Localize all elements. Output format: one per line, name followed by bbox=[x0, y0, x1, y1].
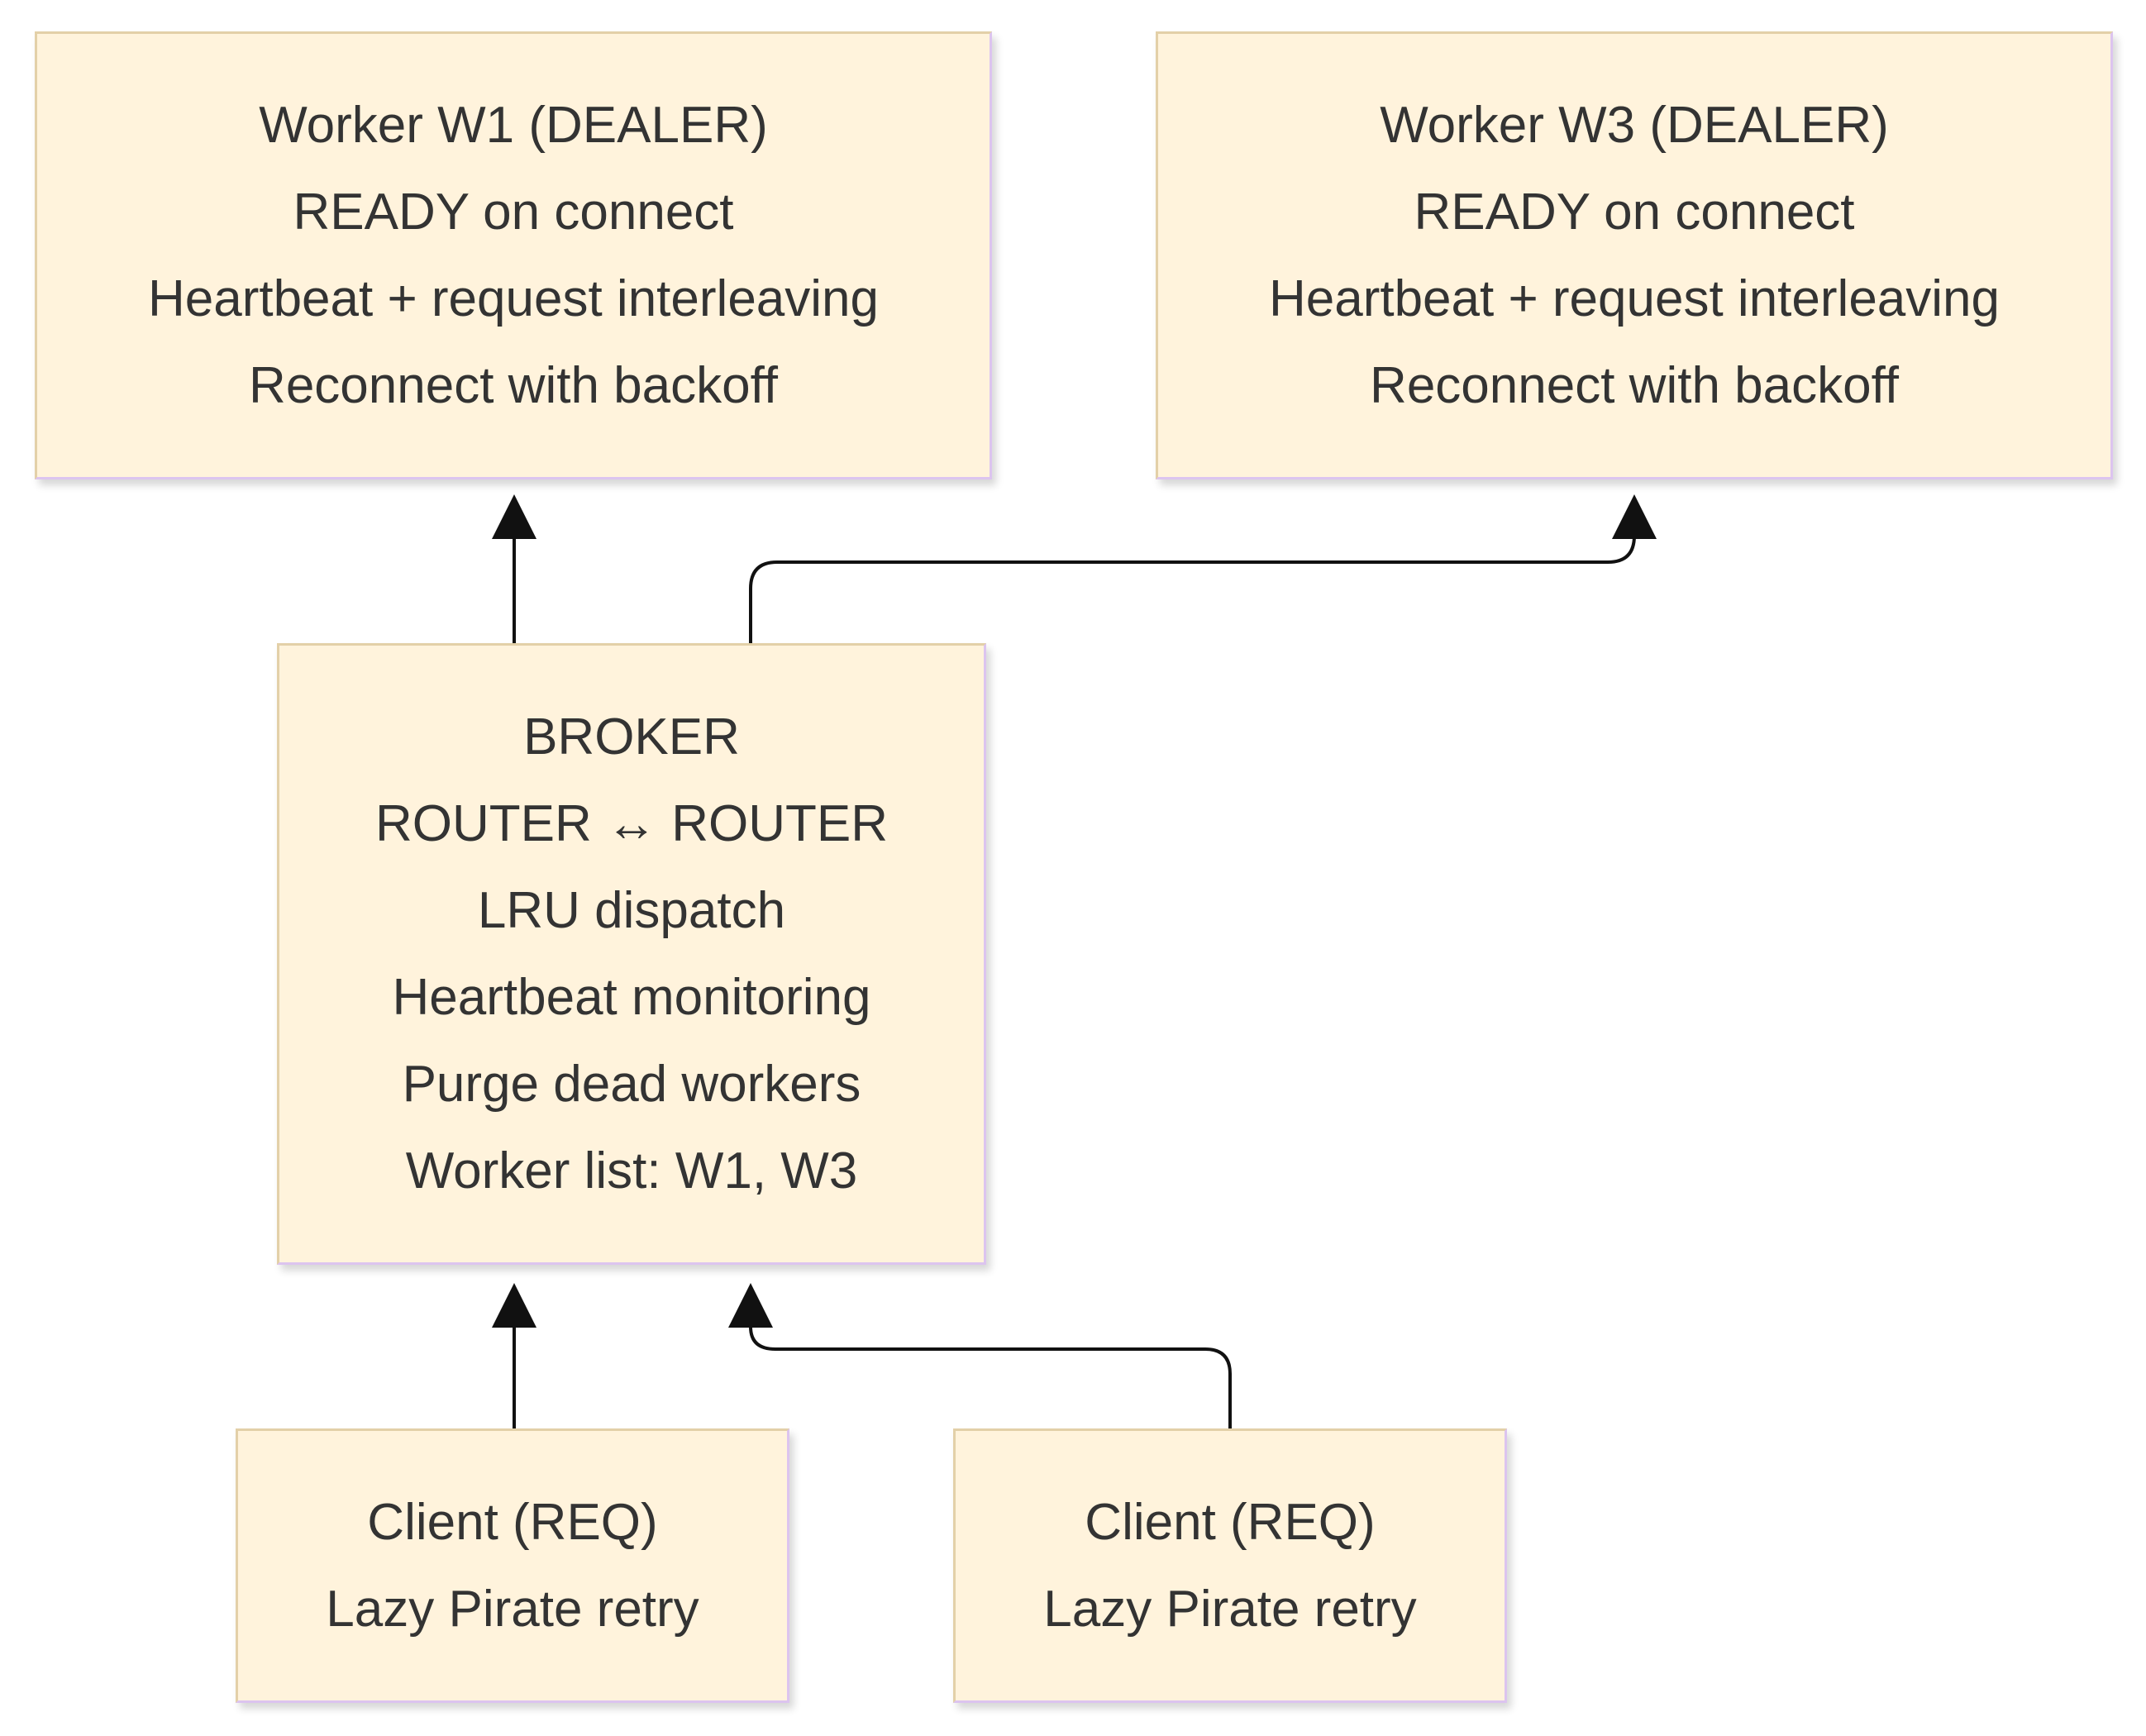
worker-w3-line-4: Reconnect with backoff bbox=[1370, 357, 1899, 414]
edge-client2-to-broker bbox=[749, 1326, 1232, 1428]
broker-node: BROKER ROUTER ↔ ROUTER LRU dispatch Hear… bbox=[277, 643, 986, 1265]
broker-title: BROKER bbox=[523, 708, 740, 765]
worker-w1-node: Worker W1 (DEALER) READY on connect Hear… bbox=[35, 31, 992, 479]
broker-line-3: LRU dispatch bbox=[477, 882, 786, 939]
client-1-node: Client (REQ) Lazy Pirate retry bbox=[236, 1428, 789, 1703]
client-2-node: Client (REQ) Lazy Pirate retry bbox=[953, 1428, 1507, 1703]
client-1-line-2: Lazy Pirate retry bbox=[326, 1581, 699, 1638]
client-2-line-2: Lazy Pirate retry bbox=[1043, 1581, 1417, 1638]
worker-w3-line-3: Heartbeat + request interleaving bbox=[1268, 270, 2001, 327]
worker-w3-line-2: READY on connect bbox=[1414, 184, 1855, 241]
broker-line-6: Worker list: W1, W3 bbox=[405, 1142, 858, 1199]
worker-w1-line-3: Heartbeat + request interleaving bbox=[147, 270, 880, 327]
worker-w1-line-4: Reconnect with backoff bbox=[249, 357, 778, 414]
arrowhead-broker-from-client1 bbox=[492, 1283, 536, 1328]
worker-w1-title: Worker W1 (DEALER) bbox=[259, 97, 768, 154]
worker-w3-node: Worker W3 (DEALER) READY on connect Hear… bbox=[1156, 31, 2113, 479]
worker-w1-line-2: READY on connect bbox=[293, 184, 734, 241]
broker-line-5: Purge dead workers bbox=[402, 1056, 861, 1113]
broker-line-4: Heartbeat monitoring bbox=[392, 969, 871, 1026]
edge-broker-to-worker-w3 bbox=[749, 535, 1636, 643]
arrowhead-broker-from-client2 bbox=[728, 1283, 773, 1328]
client-1-title: Client (REQ) bbox=[367, 1494, 658, 1551]
broker-line-2: ROUTER ↔ ROUTER bbox=[375, 795, 888, 852]
arrowhead-worker-w3 bbox=[1612, 494, 1657, 539]
arrowhead-worker-w1 bbox=[492, 494, 536, 539]
worker-w3-title: Worker W3 (DEALER) bbox=[1380, 97, 1889, 154]
client-2-title: Client (REQ) bbox=[1085, 1494, 1376, 1551]
